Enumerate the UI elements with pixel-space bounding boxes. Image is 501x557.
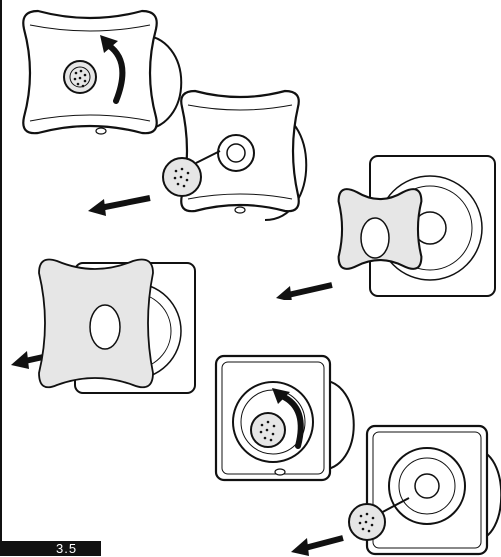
arrow-left-icon (305, 538, 343, 548)
arrow-left-icon (288, 285, 332, 295)
page-number: 3.5 (56, 540, 77, 557)
grille-removal-step-left (5, 235, 215, 405)
arrow-left-icon (100, 198, 150, 208)
page-number-tab: 3.5 (0, 541, 101, 556)
grille-removal-step-right (270, 150, 501, 300)
left-margin-rule (0, 0, 2, 541)
square-knob-removal-step (285, 420, 501, 556)
